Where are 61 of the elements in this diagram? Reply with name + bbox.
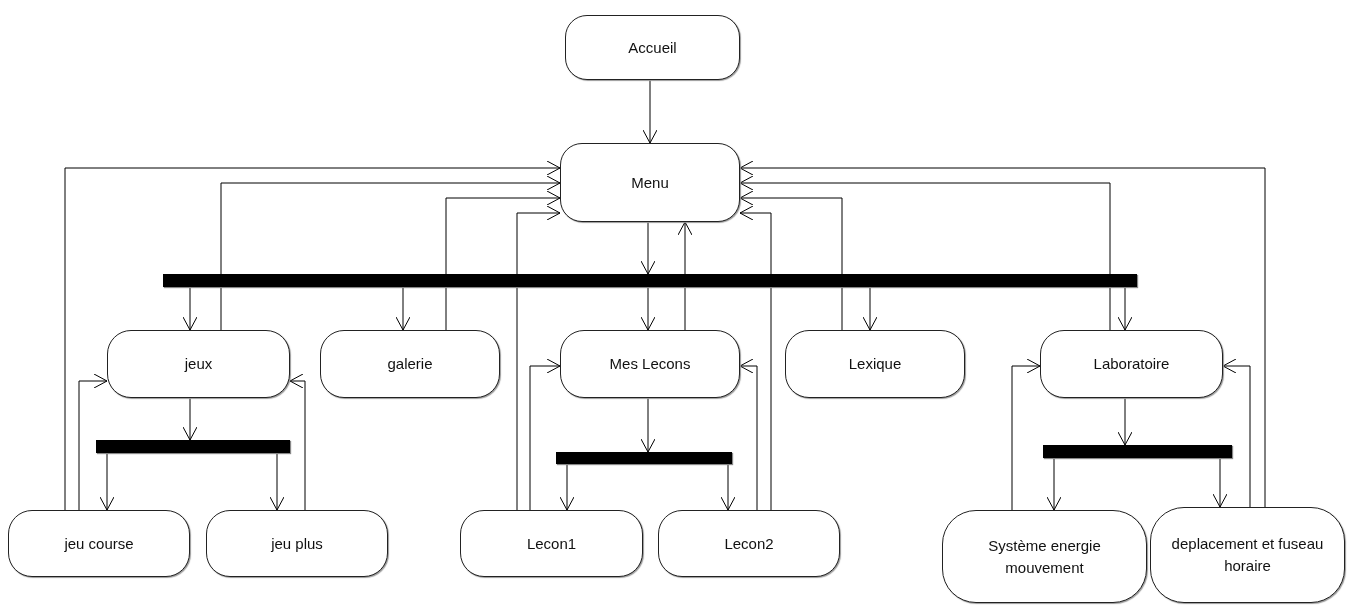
- activity-label: galerie: [387, 354, 433, 375]
- fork-bar: [556, 452, 732, 464]
- arrow: [739, 175, 1111, 331]
- activity-node: [8, 510, 190, 577]
- arrow: [559, 463, 575, 511]
- activity-node: [565, 15, 740, 80]
- arrow: [640, 397, 656, 453]
- arrow: [269, 452, 285, 511]
- activity-node: [1040, 330, 1223, 398]
- fork-bar: [96, 440, 290, 453]
- activity-label: Menu: [631, 172, 669, 193]
- activity-node: [658, 510, 840, 577]
- arrow: [739, 205, 772, 511]
- activity-node: [1150, 507, 1345, 603]
- arrow: [445, 190, 561, 331]
- arrow: [78, 373, 108, 511]
- arrow: [182, 286, 198, 331]
- activity-label: jeux: [184, 354, 213, 375]
- activity-label: Accueil: [628, 37, 677, 58]
- arrow: [289, 373, 306, 511]
- arrow: [529, 358, 561, 511]
- activity-node: [785, 330, 965, 398]
- activity-label: jeu course: [64, 533, 134, 554]
- arrow: [220, 175, 561, 331]
- activity-label: Lexique: [848, 354, 902, 375]
- activity-node: [560, 330, 740, 398]
- arrow: [182, 397, 198, 441]
- activity-node: [206, 510, 388, 577]
- activity-label: Mes Lecons: [609, 354, 691, 375]
- activity-node: [107, 330, 290, 398]
- arrow: [862, 286, 878, 331]
- activity-label: deplacement et fuseau horaire: [1170, 534, 1325, 576]
- activity-node: [460, 510, 643, 577]
- arrow: [642, 79, 658, 144]
- activity-node: [320, 330, 500, 398]
- arrow: [99, 452, 115, 511]
- activity-node: [942, 510, 1147, 603]
- activity-label: Système energie mouvement: [987, 535, 1102, 578]
- activity-label: jeu plus: [271, 533, 323, 554]
- arrow: [1212, 457, 1228, 508]
- activity-node: [560, 143, 740, 222]
- arrow: [739, 160, 1266, 508]
- arrow: [739, 358, 758, 511]
- arrow: [1117, 397, 1133, 446]
- arrow: [64, 160, 561, 511]
- arrow: [1011, 358, 1041, 511]
- arrow: [640, 221, 656, 275]
- activity-label: Lecon2: [724, 533, 774, 554]
- arrow: [1222, 358, 1251, 508]
- arrow: [395, 286, 411, 331]
- activity-label: Laboratoire: [1093, 354, 1170, 375]
- arrow: [1117, 286, 1133, 331]
- arrow: [516, 205, 561, 511]
- arrow: [1046, 457, 1062, 511]
- arrow: [720, 463, 736, 511]
- fork-bar: [163, 274, 1137, 287]
- arrow: [677, 221, 693, 331]
- activity-label: Lecon1: [526, 533, 577, 554]
- arrow: [739, 190, 843, 331]
- fork-bar: [1043, 445, 1232, 458]
- arrow: [640, 286, 656, 331]
